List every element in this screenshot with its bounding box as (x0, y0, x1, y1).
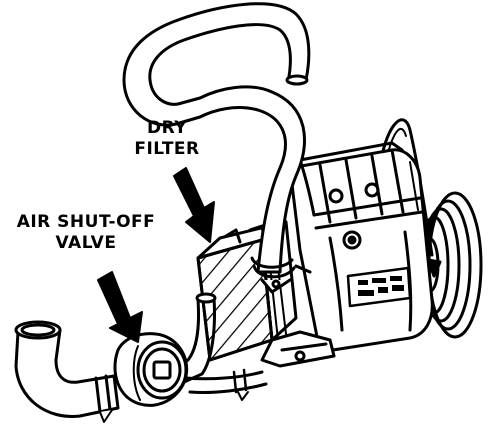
label-air-shutoff-line1: AIR SHUT-OFF (16, 212, 156, 232)
connector (426, 258, 442, 278)
main-hose (122, 2, 311, 274)
lower-tube (174, 292, 268, 401)
label-dry-filter-line2: FILTER (134, 139, 200, 159)
label-dry-filter: DRY FILTER (112, 118, 222, 160)
nameplate (346, 266, 412, 308)
label-dry-filter-line1: DRY (146, 118, 188, 138)
hose-clamp-top (250, 256, 312, 294)
bracket (260, 330, 336, 368)
air-shutoff-valve (113, 332, 189, 407)
intake-elbow (14, 320, 120, 423)
wire-harness (380, 118, 434, 257)
arrow-dry-filter (173, 167, 215, 243)
label-air-shutoff-line2: VALVE (55, 233, 117, 253)
compressor-body (288, 141, 434, 354)
label-air-shutoff-valve: AIR SHUT-OFF VALVE (0, 212, 172, 254)
arrow-air-shutoff-valve (97, 271, 143, 343)
